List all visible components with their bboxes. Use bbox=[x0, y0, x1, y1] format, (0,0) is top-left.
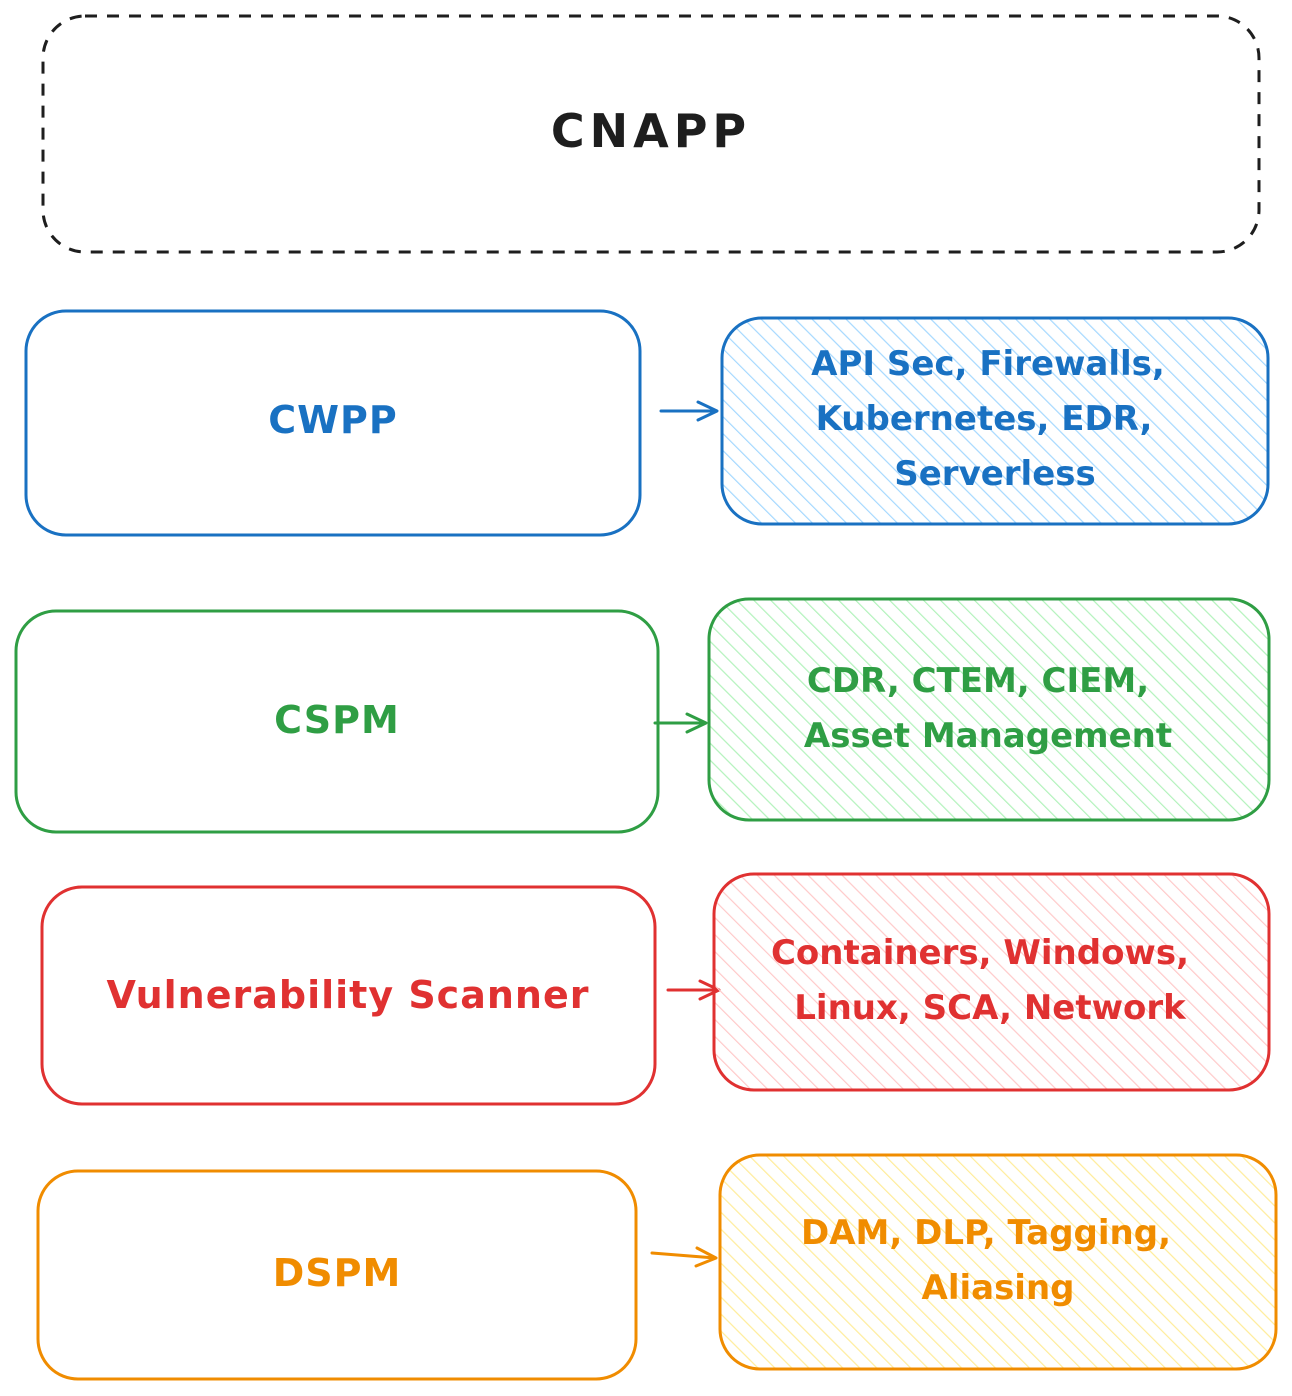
row-vuln: Vulnerability Scanner Containers, Window… bbox=[40, 872, 1271, 1106]
cspm-detail-line-2: Asset Management bbox=[804, 716, 1172, 756]
dspm-label: DSPM bbox=[273, 1251, 402, 1295]
cspm-label: CSPM bbox=[274, 698, 400, 742]
cwpp-box bbox=[24, 309, 642, 537]
row-cwpp: CWPP API Sec, Firewalls, Kubernetes, EDR… bbox=[24, 309, 1270, 537]
dspm-detail-line-2: Aliasing bbox=[922, 1268, 1075, 1308]
vuln-detail-line-1: Containers, Windows, bbox=[771, 933, 1189, 973]
dspm-detail-box bbox=[718, 1153, 1278, 1371]
cspm-arrow bbox=[653, 712, 708, 734]
dspm-detail-line-1: DAM, DLP, Tagging, bbox=[801, 1213, 1171, 1253]
vuln-detail-line-2: Linux, SCA, Network bbox=[794, 988, 1187, 1028]
row-dspm: DSPM DAM, DLP, Tagging, Aliasing bbox=[36, 1153, 1278, 1381]
cwpp-detail-line-3: Serverless bbox=[894, 454, 1096, 494]
cwpp-detail-box bbox=[720, 316, 1270, 526]
cnapp-box: CNAPP bbox=[41, 14, 1261, 254]
vuln-arrow bbox=[666, 979, 721, 1001]
vuln-box bbox=[40, 885, 657, 1106]
cspm-detail-line-1: CDR, CTEM, CIEM, bbox=[807, 661, 1149, 701]
cwpp-detail-line-1: API Sec, Firewalls, bbox=[811, 344, 1165, 384]
dspm-arrow bbox=[650, 1246, 718, 1268]
vuln-detail-box bbox=[712, 872, 1271, 1092]
vuln-label: Vulnerability Scanner bbox=[107, 973, 590, 1017]
dspm-box bbox=[36, 1169, 638, 1381]
cwpp-arrow bbox=[659, 400, 719, 422]
cspm-detail-box bbox=[707, 597, 1271, 822]
cwpp-label: CWPP bbox=[268, 398, 398, 442]
row-cspm: CSPM CDR, CTEM, CIEM, Asset Management bbox=[14, 597, 1271, 834]
cwpp-detail-line-2: Kubernetes, EDR, bbox=[816, 399, 1153, 439]
cnapp-title: CNAPP bbox=[551, 104, 751, 158]
